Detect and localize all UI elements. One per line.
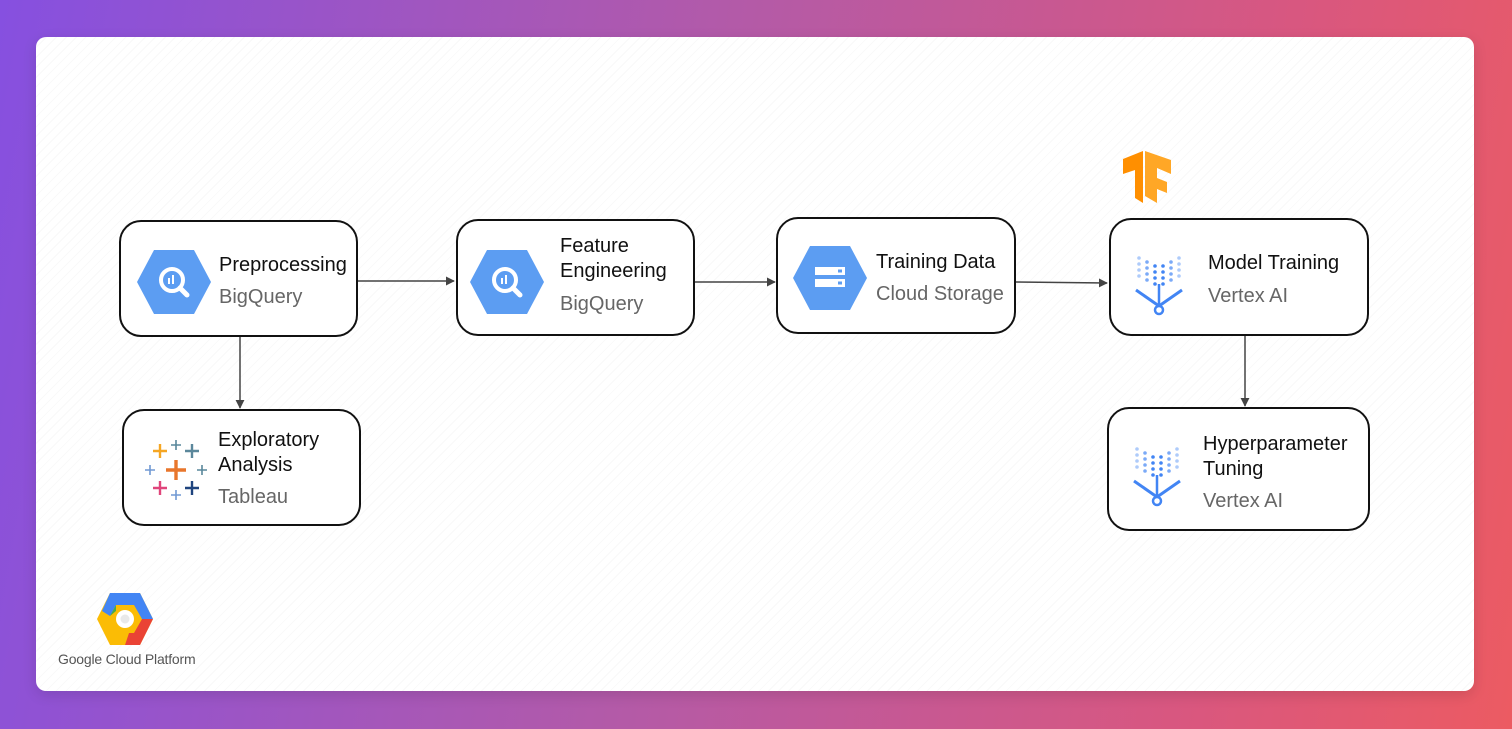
- vertex-ai-icon: [1133, 447, 1181, 507]
- tableau-icon: [145, 440, 207, 500]
- node-service: BigQuery: [560, 293, 644, 315]
- node-model-training[interactable]: Model Training Vertex AI: [1109, 218, 1369, 336]
- google-cloud-platform-label: Google Cloud Platform: [58, 651, 196, 667]
- node-service: Vertex AI: [1203, 490, 1284, 512]
- node-title-line2: Analysis: [218, 454, 293, 476]
- node-title-line2: Engineering: [560, 260, 667, 282]
- node-service: Cloud Storage: [876, 283, 1004, 305]
- node-title: Preprocessing: [219, 254, 347, 276]
- node-preprocessing[interactable]: Preprocessing BigQuery: [119, 220, 358, 337]
- node-title: Model Training: [1208, 252, 1340, 274]
- node-title-line2: Tuning: [1203, 458, 1264, 480]
- bigquery-icon: [137, 250, 211, 314]
- node-training-data[interactable]: Training Data Cloud Storage: [776, 217, 1016, 334]
- node-title-line1: Hyperparameter: [1203, 433, 1348, 455]
- google-cloud-logo: [97, 593, 153, 645]
- node-feature-engineering[interactable]: Feature Engineering BigQuery: [456, 219, 695, 336]
- edge-training-data-to-model-training: [1015, 278, 1108, 288]
- diagram-canvas: Preprocessing BigQuery Feature Engineeri…: [36, 37, 1474, 691]
- node-service: Tableau: [218, 486, 289, 508]
- node-exploratory-analysis[interactable]: Exploratory Analysis Tableau: [122, 409, 361, 526]
- vertex-ai-icon: [1135, 256, 1183, 316]
- node-service: BigQuery: [219, 286, 303, 308]
- bigquery-icon: [470, 250, 544, 314]
- connector-layer: [235, 276, 1250, 409]
- node-service: Vertex AI: [1208, 285, 1289, 307]
- cloud-storage-icon: [793, 246, 867, 310]
- node-hyperparameter-tuning[interactable]: Hyperparameter Tuning Vertex AI: [1107, 407, 1370, 531]
- node-title: Training Data: [876, 251, 996, 273]
- tensorflow-logo: [1123, 151, 1171, 203]
- node-title-line1: Exploratory: [218, 429, 320, 451]
- node-title-line1: Feature: [560, 235, 629, 257]
